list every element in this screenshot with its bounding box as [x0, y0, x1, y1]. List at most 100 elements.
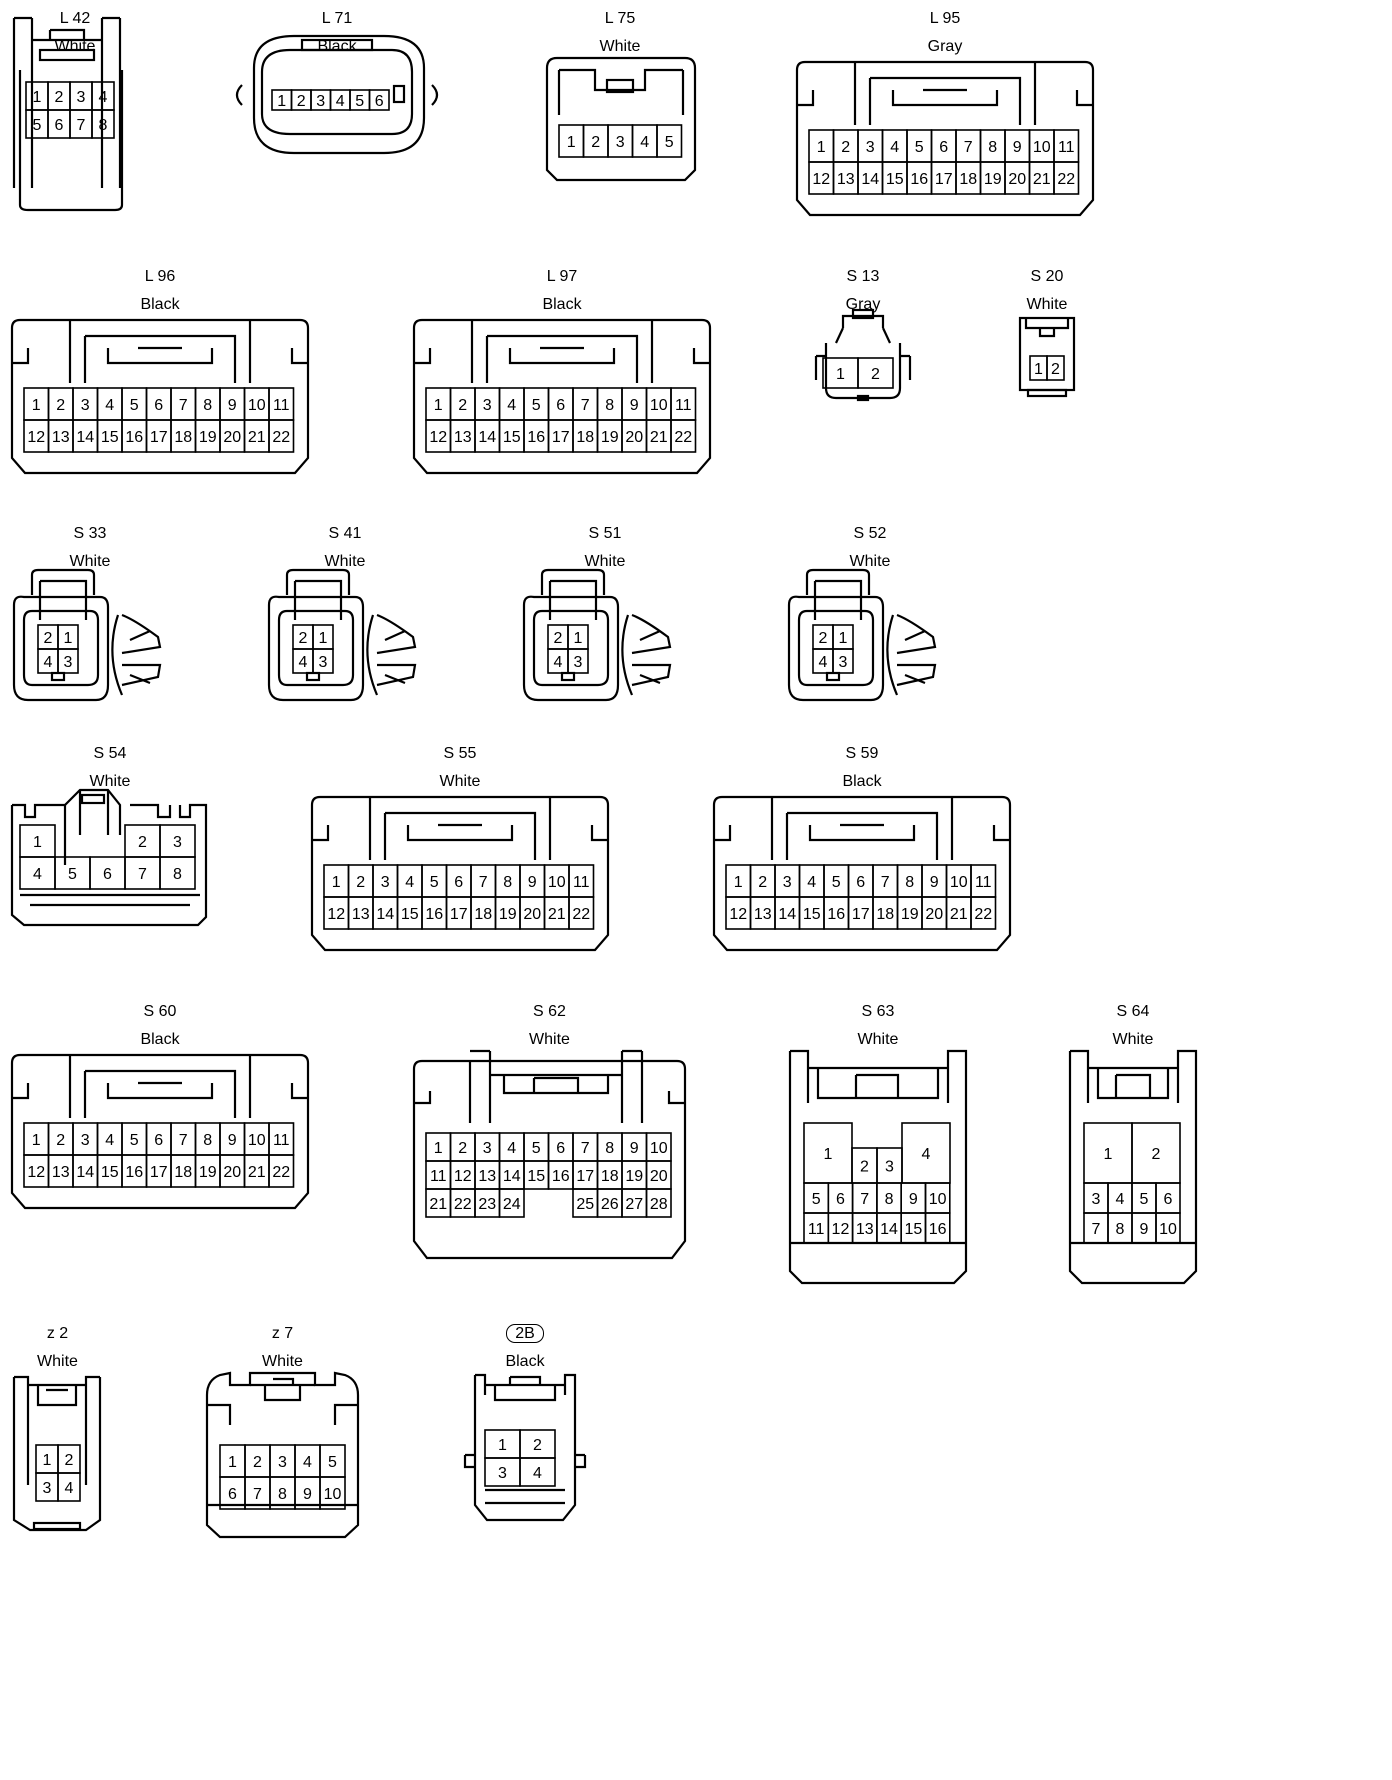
pin-number: 18: [601, 1168, 619, 1185]
pin-cell: 6: [145, 387, 172, 421]
pin-number: 2: [299, 630, 308, 647]
pin-number: 4: [554, 654, 563, 671]
pin-cell: 3: [72, 387, 99, 421]
pin-number: 1: [32, 397, 41, 414]
pin-cell: 7: [955, 129, 982, 163]
pin-number: 3: [77, 89, 86, 106]
pin-cell: 4: [1107, 1182, 1133, 1214]
pin-cell: 6: [827, 1182, 854, 1214]
pin-cell: 13: [47, 1154, 74, 1188]
pin-number: 22: [272, 429, 290, 446]
pin-cell: 12: [808, 161, 835, 195]
pin-cell: 21: [1028, 161, 1055, 195]
pin-number: 13: [52, 429, 70, 446]
pin-cell: 21: [425, 1188, 452, 1218]
pin-cell: 18: [170, 419, 197, 453]
pin-cell: 14: [474, 419, 501, 453]
pin-cell: 10: [1028, 129, 1055, 163]
pin-number: 3: [1092, 1191, 1101, 1208]
pin-number: 20: [925, 906, 943, 923]
connector-id: S 20: [1030, 268, 1064, 285]
pin-number: 13: [478, 1168, 496, 1185]
pin-cell: 6: [368, 89, 390, 111]
pin-number: 6: [556, 397, 565, 414]
pin-number: 20: [650, 1168, 668, 1185]
pin-cell: 14: [498, 1160, 525, 1190]
pin-number: 5: [355, 93, 364, 110]
pin-cell: 18: [470, 896, 497, 930]
connector-id: S 41: [328, 525, 362, 542]
pin-number: 22: [1057, 171, 1075, 188]
pin-number: 4: [299, 654, 308, 671]
pin-cell: 18: [170, 1154, 197, 1188]
pin-cell: 8: [494, 864, 521, 898]
pin-cell: 9: [219, 387, 246, 421]
pin-number: 20: [1008, 171, 1026, 188]
pin-number: 10: [650, 397, 668, 414]
pin-cell: 1: [312, 624, 334, 650]
connector-color: Black: [140, 1031, 180, 1048]
pin-number: 14: [76, 429, 94, 446]
pin-cell: 26: [596, 1188, 623, 1218]
pin-number: 17: [852, 906, 870, 923]
pin-number: 1: [574, 630, 583, 647]
connector-color: White: [439, 773, 481, 790]
pin-cell: 9: [621, 387, 648, 421]
connector-id: S 64: [1116, 1003, 1150, 1020]
connector-color: White: [1026, 296, 1068, 313]
pin-cell: 9: [921, 864, 948, 898]
pin-cell: 1: [323, 864, 350, 898]
pin-cell: 20: [621, 419, 648, 453]
pin-number: 2: [871, 366, 880, 383]
pin-cell: 2: [47, 81, 71, 111]
pin-number: 17: [450, 906, 468, 923]
pin-number: 20: [223, 429, 241, 446]
pin-cell: 10: [924, 1182, 951, 1214]
pin-number: 1: [64, 630, 73, 647]
pin-number: 2: [253, 1454, 262, 1471]
connector-color: White: [599, 38, 641, 55]
connector-id: S 55: [443, 745, 477, 762]
pin-number: 17: [150, 429, 168, 446]
pin-number: 15: [803, 906, 821, 923]
pin-cell: 19: [979, 161, 1006, 195]
pin-number: 9: [528, 874, 537, 891]
pin-number: 6: [375, 93, 384, 110]
connector-id: L 71: [321, 10, 353, 27]
connector-color: White: [262, 1353, 303, 1370]
pin-cell: 4: [631, 124, 658, 158]
pin-cell: 3: [72, 1122, 99, 1156]
connector-color: White: [1112, 1031, 1154, 1048]
pin-number: 3: [839, 654, 848, 671]
connector-color: White: [89, 773, 131, 790]
pin-cell: 23: [474, 1188, 501, 1218]
pin-cell: 17: [847, 896, 874, 930]
pin-number: 8: [605, 397, 614, 414]
pin-number: 16: [125, 429, 143, 446]
connector-id: 2B: [465, 1324, 585, 1343]
pin-cell: 8: [596, 1132, 623, 1162]
pin-cell: 20: [219, 1154, 246, 1188]
pin-number: 18: [576, 429, 594, 446]
pin-number: 8: [503, 874, 512, 891]
pin-number: 3: [81, 1132, 90, 1149]
pin-cell: 12: [425, 419, 452, 453]
pin-number: 9: [228, 397, 237, 414]
pin-cell: 1: [35, 1444, 59, 1474]
pin-number: 1: [434, 1140, 443, 1157]
pin-cell: 12: [23, 419, 50, 453]
pin-cell: 21: [243, 419, 270, 453]
pin-number: 15: [886, 171, 904, 188]
pin-number: 10: [248, 1132, 266, 1149]
pin-number: 26: [601, 1196, 619, 1213]
pin-cell: 6: [445, 864, 472, 898]
